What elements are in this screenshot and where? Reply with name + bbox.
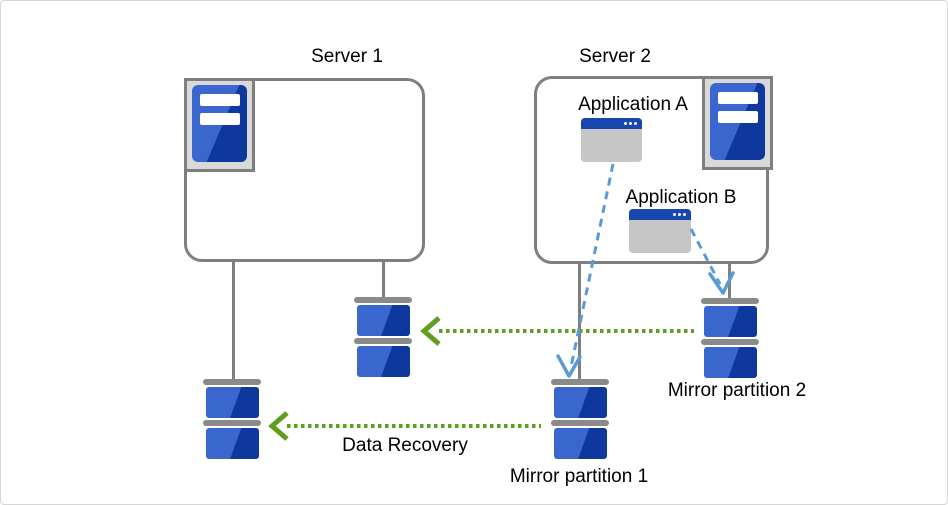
disk-cap xyxy=(203,379,261,385)
app-a-write-arrowhead-icon xyxy=(556,354,582,378)
disk-segment xyxy=(703,347,757,378)
disk-divider xyxy=(701,339,759,345)
disk-partition-icon-mirror2 xyxy=(701,298,759,378)
disk-partition-icon-server1-left xyxy=(203,379,261,459)
server1-label: Server 1 xyxy=(311,46,383,67)
window-dot-icon xyxy=(634,122,637,125)
disk-segment xyxy=(205,387,259,418)
window-dot-icon xyxy=(683,213,686,216)
disk-segment xyxy=(553,428,607,459)
window-dot-icon xyxy=(673,213,676,216)
disk-segment xyxy=(356,305,410,336)
mirror-partition-2-label: Mirror partition 2 xyxy=(667,380,807,401)
disk-segment xyxy=(553,387,607,418)
data-recovery-label: Data Recovery xyxy=(342,435,468,456)
mirror-sync-arrowhead-icon xyxy=(420,316,441,346)
connector-server1-disk-middle xyxy=(382,260,385,298)
data-recovery-arrowhead-icon xyxy=(268,411,289,441)
tower-slot xyxy=(200,94,240,106)
connector-server2-partition1 xyxy=(578,262,581,380)
application-a-label: Application A xyxy=(578,94,688,115)
server2-plate xyxy=(702,76,773,170)
connector-server2-partition2 xyxy=(728,262,731,299)
disk-segment xyxy=(356,346,410,377)
disk-cap xyxy=(354,297,412,303)
disk-segment xyxy=(703,306,757,337)
disk-divider xyxy=(354,338,412,344)
disk-segment xyxy=(205,428,259,459)
application-b-label: Application B xyxy=(625,187,737,208)
server1-plate xyxy=(184,78,255,172)
app-titlebar xyxy=(581,118,642,129)
disk-partition-icon-server1-right xyxy=(354,297,412,377)
disk-divider xyxy=(203,420,261,426)
server-tower-icon xyxy=(710,83,765,160)
mirror-partition-1-label: Mirror partition 1 xyxy=(509,466,649,487)
disk-cap xyxy=(551,379,609,385)
connector-server1-disk-left xyxy=(232,260,235,380)
application-window-icon-a xyxy=(581,118,642,162)
window-dot-icon xyxy=(624,122,627,125)
disk-cap xyxy=(701,298,759,304)
window-dot-icon xyxy=(629,122,632,125)
server-tower-icon xyxy=(192,85,247,162)
tower-slot xyxy=(200,113,240,125)
disk-divider xyxy=(551,420,609,426)
tower-slot xyxy=(718,111,758,123)
disk-partition-icon-mirror1 xyxy=(551,379,609,459)
server2-label: Server 2 xyxy=(579,46,651,67)
tower-slot xyxy=(718,92,758,104)
application-window-icon-b xyxy=(629,209,691,253)
app-titlebar xyxy=(629,209,691,220)
window-dot-icon xyxy=(678,213,681,216)
